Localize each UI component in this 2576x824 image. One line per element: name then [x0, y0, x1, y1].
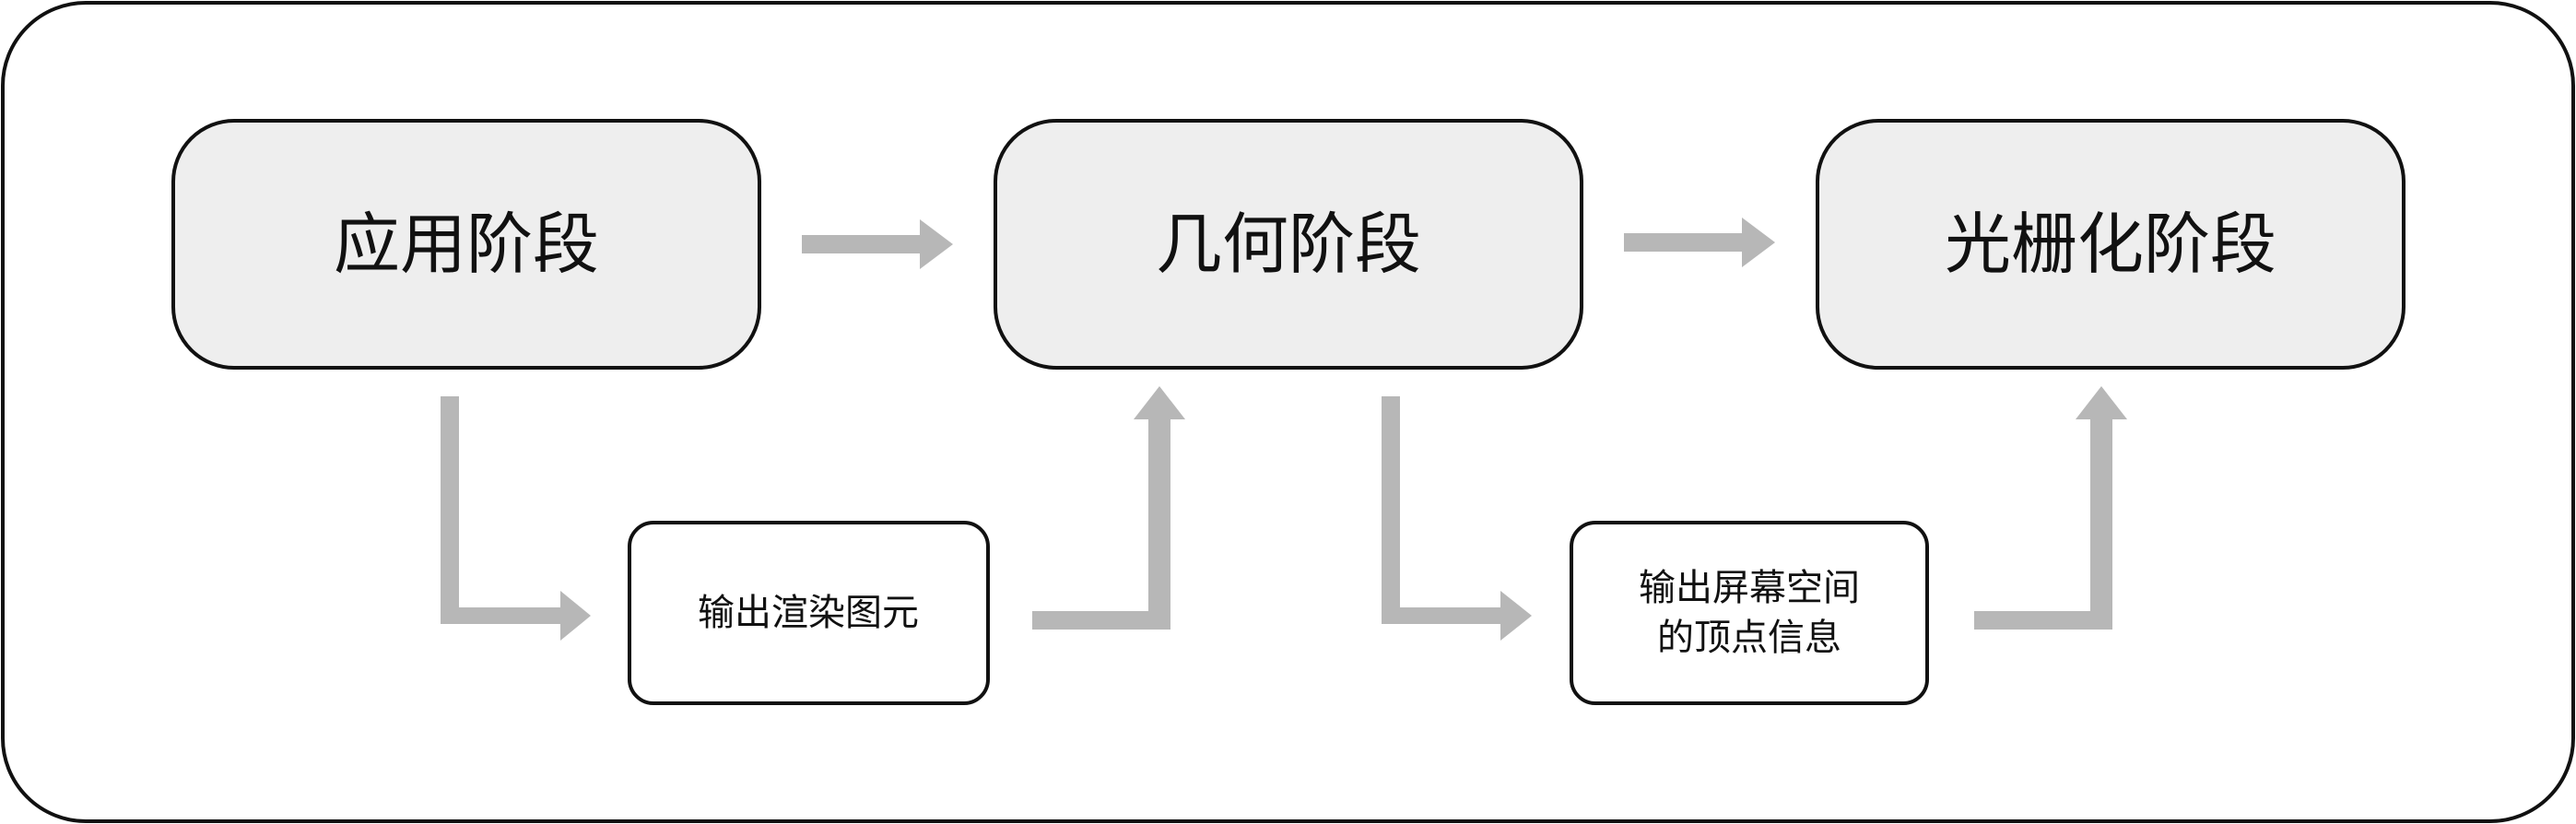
output-box: [1570, 521, 1929, 705]
output-label-line-2: 的顶点信息: [1657, 617, 1841, 659]
stage-application: 应用阶段: [171, 119, 761, 370]
stage-label: 应用阶段: [334, 206, 599, 283]
stage-box: [994, 119, 1583, 370]
arrow-output-to-raster: [1974, 386, 2127, 630]
arrow-app-to-geometry: [802, 219, 953, 269]
arrow-app-to-output: [441, 396, 591, 641]
stage-label: 几何阶段: [1156, 206, 1421, 283]
arrow-geometry-to-raster: [1624, 218, 1775, 267]
stage-label: 光栅化阶段: [1945, 206, 2276, 283]
arrow-output-to-geometry: [1032, 386, 1185, 630]
arrow-geometry-to-output: [1382, 396, 1532, 641]
output-box: [628, 521, 990, 705]
stage-rasterization: 光栅化阶段: [1816, 119, 2405, 370]
output-label-line-1: 输出屏幕空间: [1639, 567, 1860, 609]
output-render-primitives: 输出渲染图元: [628, 521, 990, 705]
stage-box: [171, 119, 761, 370]
stage-geometry: 几何阶段: [994, 119, 1583, 370]
output-screen-vertices: 输出屏幕空间 的顶点信息: [1570, 521, 1929, 705]
stage-box: [1816, 119, 2405, 370]
output-label: 输出渲染图元: [698, 592, 919, 634]
